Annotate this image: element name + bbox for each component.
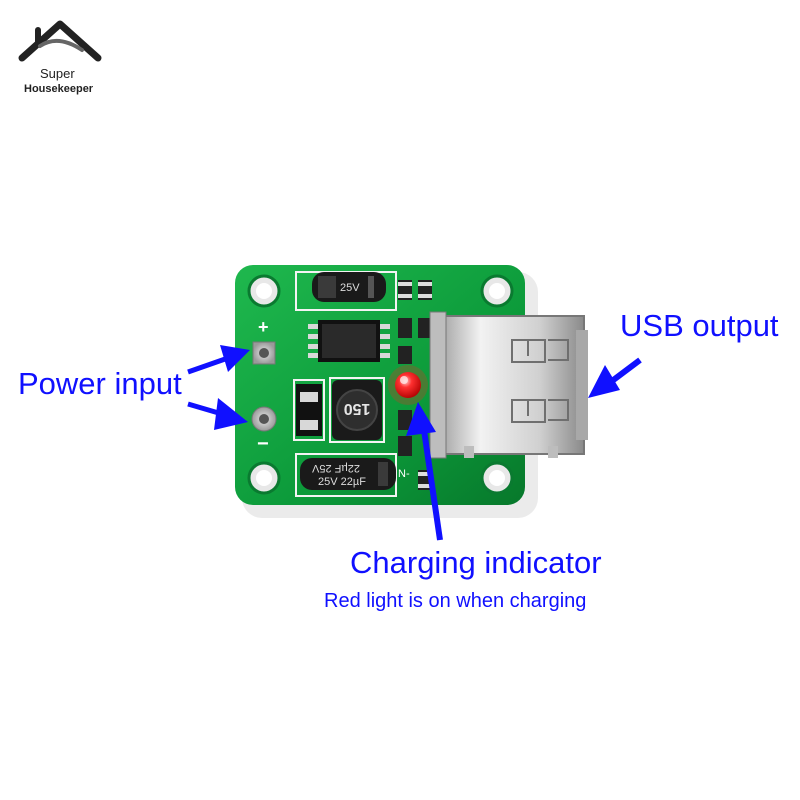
input-pads [251,341,277,432]
arrow-usb-output [588,357,642,398]
svg-text:150: 150 [344,400,371,417]
inductor: 150 [332,380,382,440]
arrow-power-plus [187,345,250,375]
label-charging-note: Red light is on when charging [324,590,587,612]
label-power-input: Power input [18,366,182,401]
svg-text:25V: 25V [340,282,360,294]
svg-text:22µF 25V: 22µF 25V [311,462,360,474]
svg-text:25V 22µF: 25V 22µF [318,476,366,488]
logo-line2: Housekeeper [24,83,94,95]
red-led [388,365,428,405]
diode [296,384,322,436]
logo-line1: Super [40,66,75,81]
label-charging-indicator: Charging indicator [350,545,602,580]
capacitor-bottom: 22µF 25V 25V 22µF [300,458,396,490]
ic-chip [308,320,390,362]
capacitor-top: 25V [312,272,386,302]
arrow-charging-indicator [406,402,443,541]
logo-house-icon [18,20,102,62]
label-usb-output: USB output [620,308,779,343]
arrow-power-minus [187,398,248,430]
mounting-holes [247,274,514,495]
minus-mark: − [257,433,269,455]
plus-mark: + [258,317,269,337]
usb-connector [429,311,588,459]
silk-text: N- [398,468,410,480]
